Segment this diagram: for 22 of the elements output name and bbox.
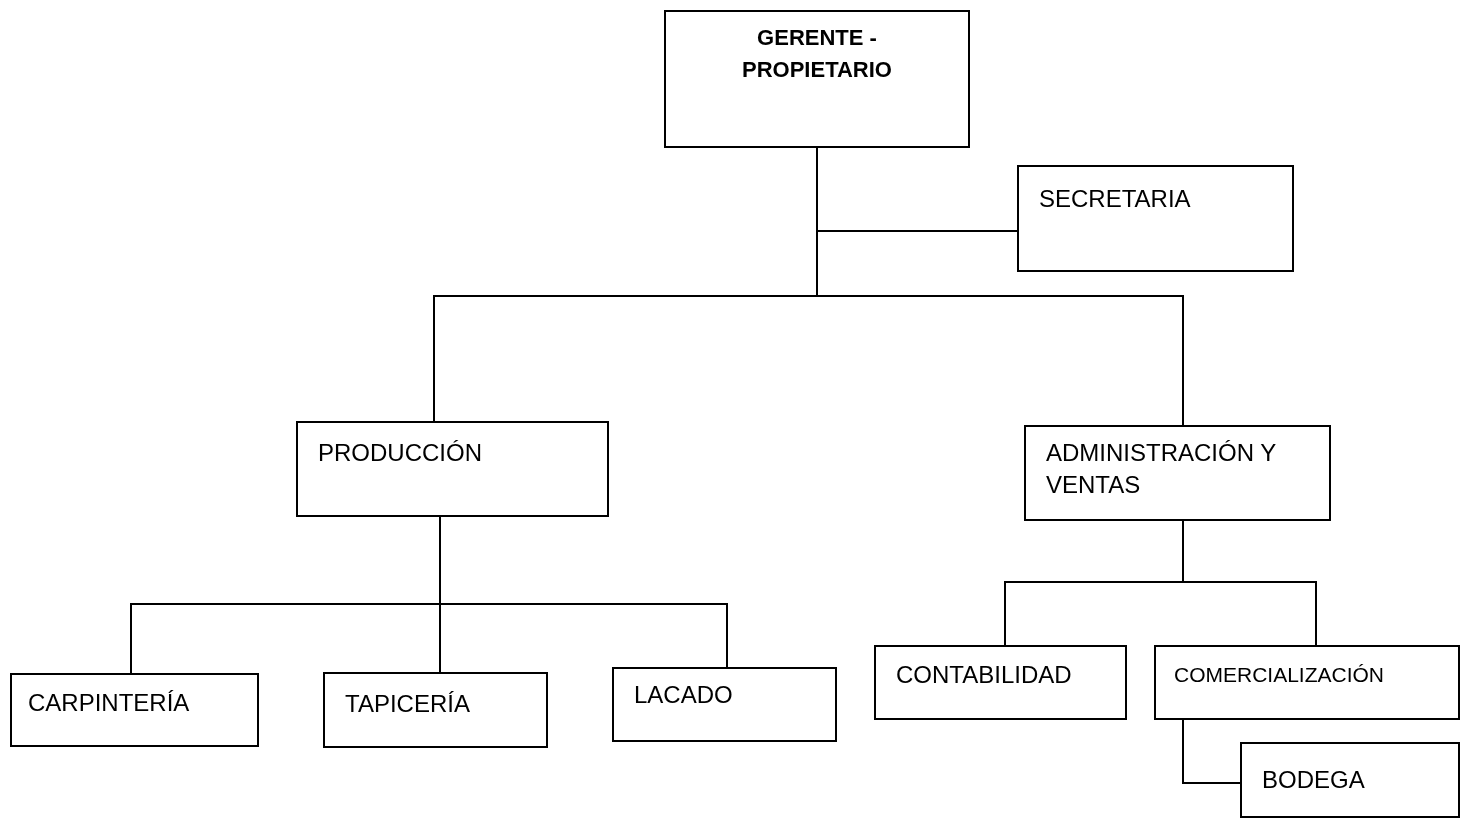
box-label: CONTABILIDAD: [896, 660, 1073, 690]
org-box: [296, 421, 609, 517]
box-label: COMERCIALIZACIÓN: [1174, 662, 1386, 688]
org-box: [664, 10, 970, 148]
box-label: ADMINISTRACIÓN Y VENTAS: [1046, 438, 1277, 500]
org-box: [1240, 742, 1460, 818]
org-box: [323, 672, 548, 748]
box-label: LACADO: [634, 680, 734, 710]
org-box: [1154, 645, 1460, 720]
connector-line: [1182, 719, 1241, 784]
box-label: BODEGA: [1262, 765, 1366, 795]
org-box: [10, 673, 259, 747]
box-label: TAPICERÍA: [345, 689, 471, 719]
org-box: [612, 667, 837, 742]
box-label: GERENTE - PROPIETARIO: [741, 24, 893, 84]
org-box: [1017, 165, 1294, 272]
org-box: [1024, 425, 1331, 521]
box-label: CARPINTERÍA: [28, 688, 191, 718]
box-label: PRODUCCIÓN: [318, 438, 483, 468]
box-label: SECRETARIA: [1039, 184, 1192, 214]
connector-line: [1182, 520, 1317, 646]
org-box: [874, 645, 1127, 720]
